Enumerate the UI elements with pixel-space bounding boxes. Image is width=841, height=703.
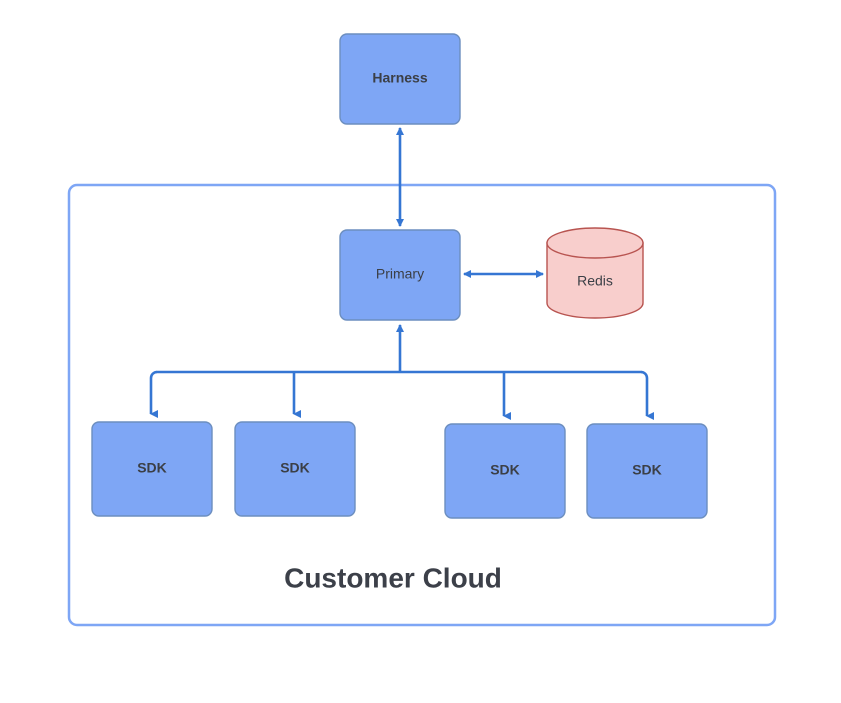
node-sdk-4[interactable]: SDK: [586, 423, 708, 519]
connector-sdk-bus-to-primary: [149, 324, 654, 420]
node-sdk-3[interactable]: SDK: [444, 423, 566, 519]
bus-branch-4: [640, 370, 654, 420]
redis-cylinder-body[interactable]: [546, 242, 644, 319]
sdk-2-label: SDK: [280, 460, 310, 476]
bus-branch-1: [149, 370, 158, 418]
sdk-4-box[interactable]: [586, 423, 708, 519]
sdk-4-label: SDK: [632, 462, 662, 478]
harness-box[interactable]: [339, 33, 461, 125]
sdk-3-label: SDK: [490, 462, 520, 478]
primary-box[interactable]: [339, 229, 461, 321]
node-primary[interactable]: Primary: [339, 229, 461, 321]
node-sdk-1[interactable]: SDK: [91, 421, 213, 517]
sdk-3-box[interactable]: [444, 423, 566, 519]
zone-border: [67, 183, 777, 627]
sdk-2-box[interactable]: [234, 421, 356, 517]
harness-label: Harness: [372, 70, 427, 86]
redis-label: Redis: [577, 273, 613, 289]
node-harness[interactable]: Harness: [339, 33, 461, 125]
sdk-1-box[interactable]: [91, 421, 213, 517]
customer-cloud-zone: Customer Cloud: [67, 183, 777, 627]
node-redis[interactable]: Redis: [546, 227, 644, 319]
node-sdk-2[interactable]: SDK: [234, 421, 356, 517]
redis-cylinder-top: [546, 227, 644, 259]
primary-label: Primary: [376, 266, 424, 282]
zone-title: Customer Cloud: [284, 562, 502, 593]
sdk-1-label: SDK: [137, 460, 167, 476]
